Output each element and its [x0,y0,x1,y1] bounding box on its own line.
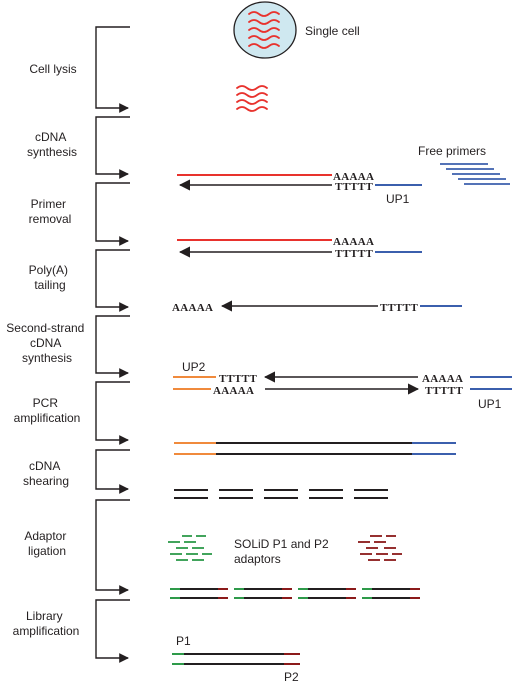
bracket-polya-tailing [95,249,130,312]
poly-a-tail: AAAAA [333,171,374,183]
stage-brackets [95,26,130,663]
svg-text:TTTTT: TTTTT [425,385,464,397]
stage-label-cdna-shearing: cDNA shearing [23,459,69,488]
poly-t-primer: TTTTT [335,181,374,193]
svg-text:TTTTT: TTTTT [380,302,419,314]
sheared-fragments [174,489,388,499]
stage-label-cell-lysis: Cell lysis [29,62,76,76]
cell-body [233,1,297,59]
second-strand-molecule: UP2 TTTTT AAAAA AAAAA TTTTT UP1 [173,360,512,411]
p2-label: P2 [284,670,299,684]
svg-text:TTTTT: TTTTT [219,373,258,385]
bracket-primer-removal [95,182,130,246]
p1-adaptors [168,535,212,561]
released-mrna [236,85,268,112]
bracket-library-amplification [95,599,130,663]
stage-label-second-strand: Second-strand cDNA synthesis [6,321,87,365]
polya-tailing-molecule: AAAAA TTTTT [172,300,462,314]
up2-label: UP2 [182,360,206,374]
bracket-adaptor-ligation [95,499,130,595]
primer-removal-molecule: AAAAA TTTTT [177,236,422,260]
up1-label: UP1 [386,192,410,206]
pcr-products [174,442,456,455]
stage-label-primer-removal: Primer removal [29,197,72,226]
p2-adaptors [358,535,402,561]
bracket-cell-lysis [95,26,130,113]
bracket-cdna-synthesis [95,116,130,179]
single-cell: Single cell [233,1,360,59]
free-primers-label: Free primers [418,144,486,158]
bracket-second-strand [95,315,130,378]
stage-label-pcr-amplification: PCR amplification [14,396,81,425]
svg-text:TTTTT: TTTTT [335,248,374,260]
adaptors-label: SOLiD P1 and P2 adaptors [234,537,332,566]
up1-label-second: UP1 [478,397,502,411]
single-cell-label: Single cell [305,24,360,38]
svg-text:AAAAA: AAAAA [422,373,463,385]
cdna-synthesis-molecule: AAAAA TTTTT UP1 [177,171,422,206]
stage-label-adaptor-ligation: Adaptor ligation [24,529,69,558]
svg-text:AAAAA: AAAAA [333,236,374,248]
svg-text:AAAAA: AAAAA [172,302,213,314]
bracket-cdna-shearing [95,449,130,494]
svg-text:AAAAA: AAAAA [213,385,254,397]
mrna-strands-in-cell [248,11,280,49]
stage-labels: Cell lysis cDNA synthesis Primer removal… [6,62,87,638]
ligated-fragments [170,588,420,599]
stage-label-cdna-synthesis: cDNA synthesis [27,130,77,159]
free-primers: Free primers [418,144,510,185]
p1-label: P1 [176,634,191,648]
bracket-pcr-amplification [95,381,130,445]
stage-label-polya-tailing: Poly(A) tailing [29,263,72,292]
library-product: P1 P2 [172,634,300,684]
stage-label-library-amplification: Library amplification [13,609,80,638]
